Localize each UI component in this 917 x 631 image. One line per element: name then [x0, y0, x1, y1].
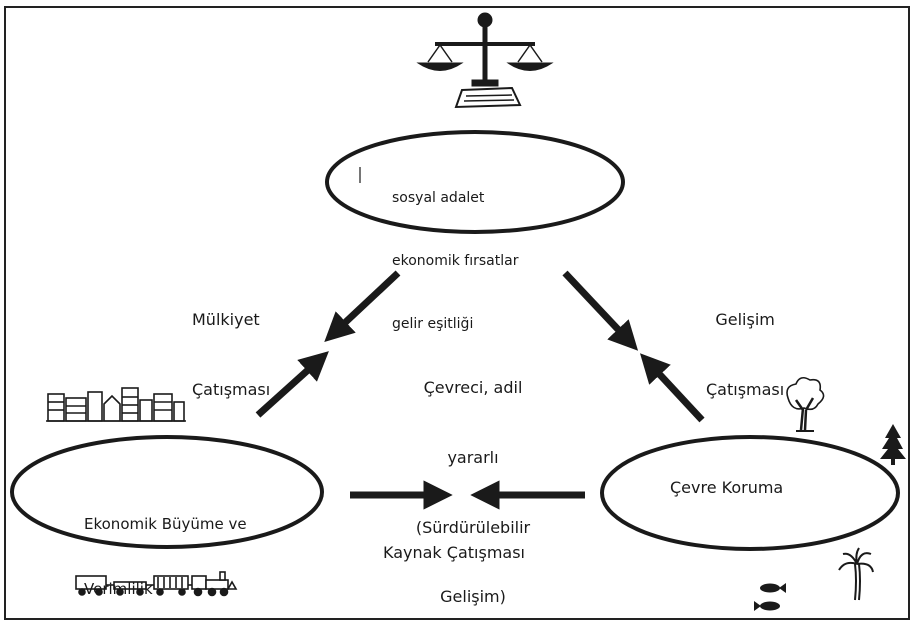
palm-tree-icon — [838, 547, 874, 601]
top-oval-line-3: gelir eşitliği — [392, 316, 474, 332]
diagram-frame — [4, 6, 910, 620]
arrow-top-to-center-left — [324, 270, 401, 343]
center-line-4: Gelişim) — [440, 587, 506, 607]
left-oval — [10, 435, 324, 549]
conflict-right-label: Gelişim Çatışması — [706, 262, 784, 424]
conflict-left-label: Mülkiyet Çatışması — [192, 262, 270, 424]
scales-icon — [416, 12, 554, 109]
left-oval-line-1: Ekonomik Büyüme ve — [84, 514, 247, 533]
center-label: Çevreci, adil yararlı (Sürdürülebilir Ge… — [388, 330, 558, 631]
arrow-left-to-center — [255, 351, 329, 418]
right-oval-label: Çevre Koruma — [670, 478, 784, 497]
tree-icon — [786, 376, 825, 432]
conflict-right-line-1: Gelişim — [715, 310, 775, 330]
center-line-3: (Sürdürülebilir — [415, 517, 531, 537]
center-line-2: yararlı — [447, 447, 499, 467]
left-oval-line-2: Verimlilik — [84, 579, 153, 598]
left-oval-text: Ekonomik Büyüme ve Verimlilik — [84, 470, 247, 622]
conflict-bottom-label: Kaynak Çatışması — [383, 543, 525, 562]
top-oval — [325, 130, 625, 234]
conflict-left-line-1: Mülkiyet — [192, 310, 260, 330]
top-oval-text: sosyal adalet ekonomik fırsatlar gelir e… — [392, 146, 518, 356]
top-oval-line-2: ekonomik fırsatlar — [392, 253, 519, 269]
center-line-1: Çevreci, adil — [423, 378, 523, 398]
right-oval — [600, 435, 900, 551]
top-oval-line-1: sosyal adalet — [392, 190, 485, 206]
conflict-right-line-2: Çatışması — [706, 379, 785, 399]
buildings-icon — [46, 387, 186, 422]
conflict-left-line-2: Çatışması — [192, 379, 271, 399]
arrow-top-to-center-right — [562, 270, 639, 351]
fish-icon — [754, 583, 786, 611]
arrow-right-to-center — [639, 353, 705, 423]
train-icon — [75, 571, 238, 597]
pine-tree-icon — [880, 424, 906, 465]
